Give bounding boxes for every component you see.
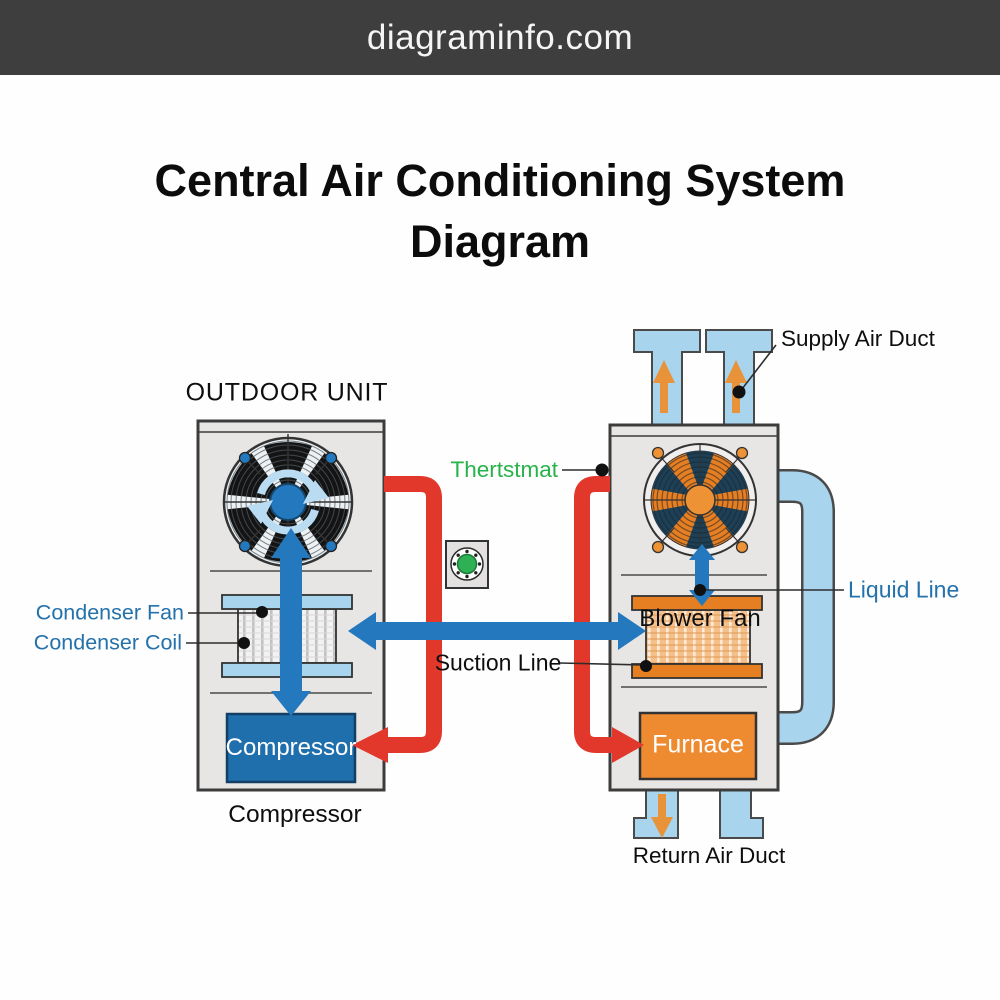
hot-gas-pipe-left [352,476,442,763]
site-header: diagraminfo.com [0,0,1000,75]
return-air-duct-icon [633,787,764,839]
page-title: Central Air Conditioning System Diagram [0,150,1000,272]
rotation-arrows-icon [247,469,329,535]
suction-line-arrow [348,612,646,650]
condenser-coil-label: Condenser Coil [33,630,182,655]
furnace-label: Furnace [652,730,744,759]
leader-lines [186,344,844,672]
condenser-fan-icon [222,434,354,570]
page-title-line1: Central Air Conditioning System [154,155,846,206]
condenser-fan-label: Condenser Fan [35,600,184,625]
supply-air-duct-label: Supply Air Duct [781,326,935,351]
liquid-line-label: Liquid Line [848,576,960,603]
furnace-box [638,711,758,781]
compressor-caption: Compressor [228,801,362,828]
page-title-line2: Diagram [409,216,591,267]
suction-line-label: Suction Line [434,649,562,676]
blower-fan-icon [643,443,757,557]
thermostat-device-icon [445,540,489,589]
hot-gas-pipe-right [574,476,644,763]
thermostat-label: Thertstmat [450,457,558,482]
air-return-pipe [778,469,835,745]
liquid-line-arrow [689,544,715,606]
outdoor-unit-title: OUTDOOR UNIT [185,378,389,407]
evaporator-coil-icon [631,595,763,679]
return-air-duct-label: Return Air Duct [632,843,786,868]
compressor-box-label: Compressor [225,734,357,761]
condenser-flow-arrow [271,528,311,716]
site-name: diagraminfo.com [366,17,634,57]
supply-air-duct-icon [633,329,773,429]
blower-fan-label: Blower Fan [639,605,761,632]
